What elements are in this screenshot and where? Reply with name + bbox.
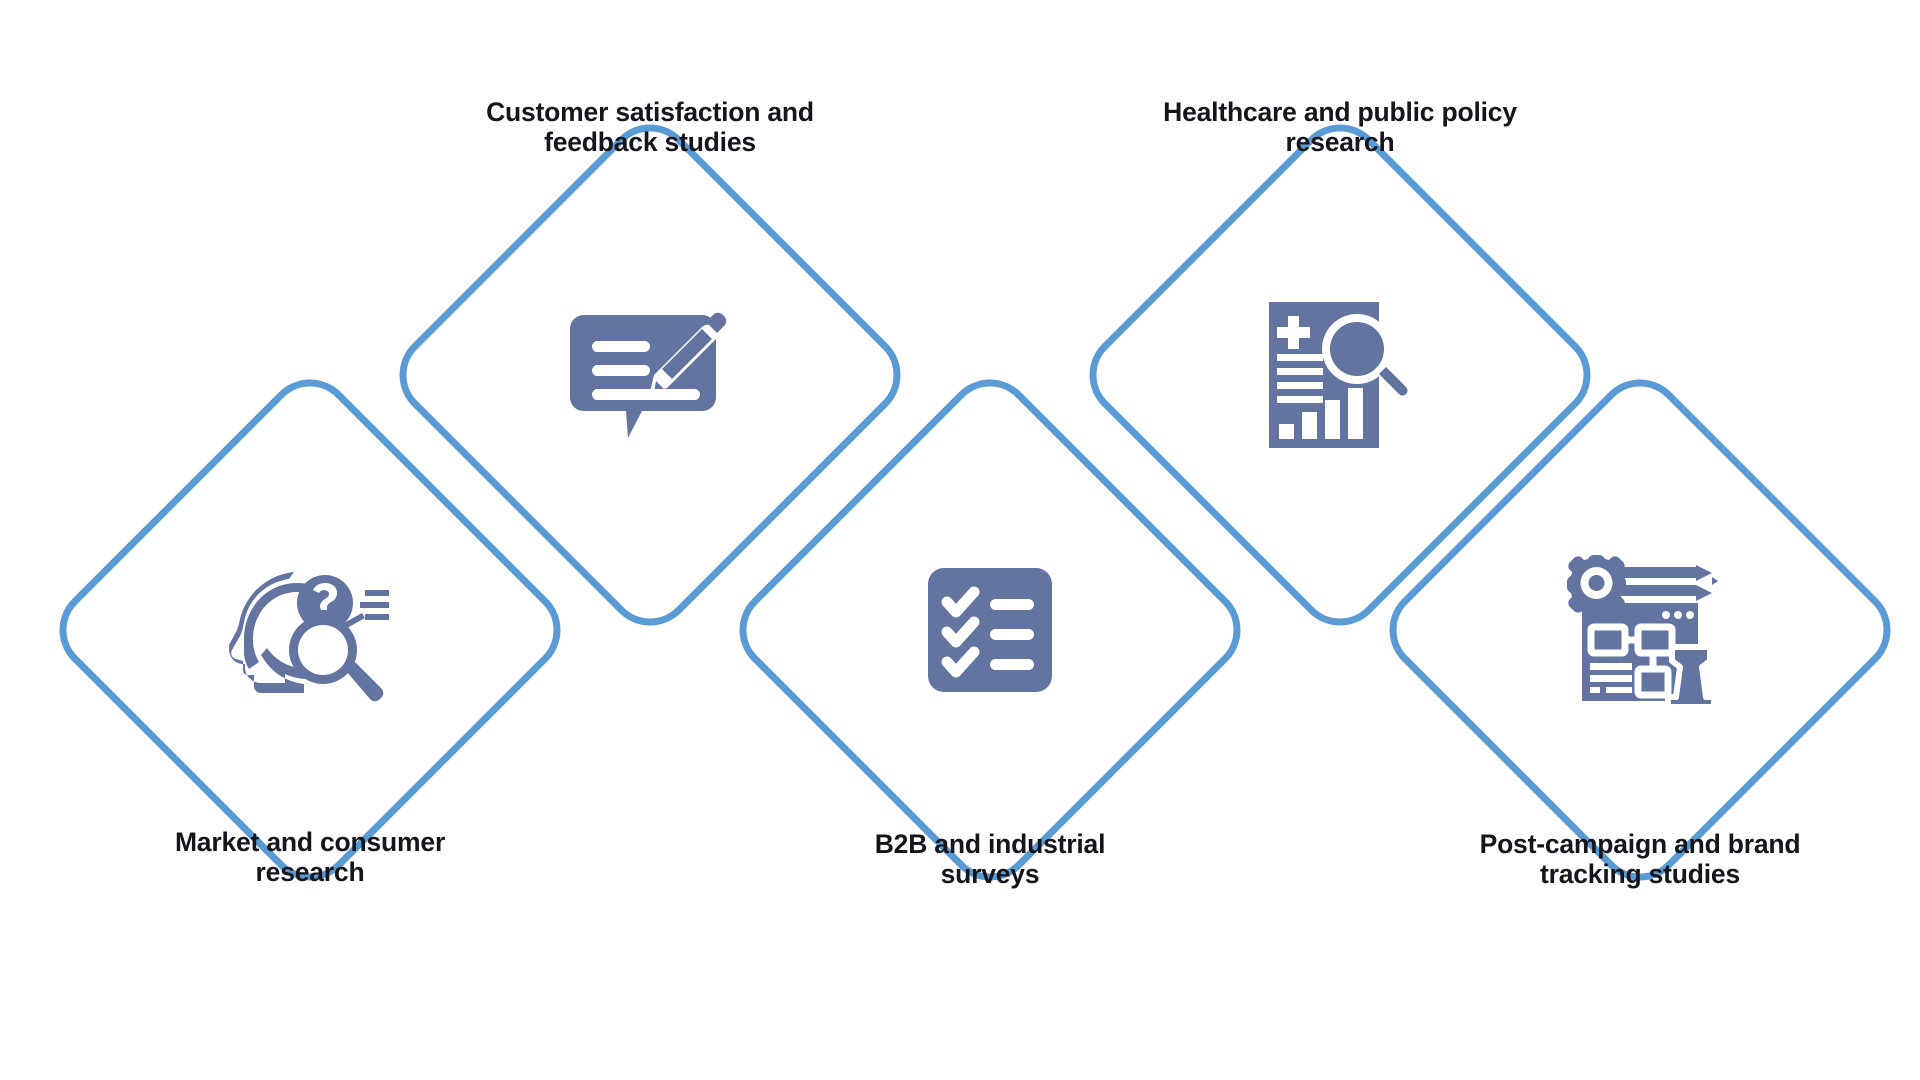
- node-label-market-consumer-research: Market and consumer research: [174, 827, 446, 887]
- node-label-post-campaign-brand-tracking: Post-campaign and brand tracking studies: [1479, 829, 1801, 889]
- node-label-healthcare-public-policy-research: Healthcare and public policy research: [1163, 97, 1517, 157]
- node-label-b2b-industrial-surveys: B2B and industrial surveys: [874, 829, 1106, 889]
- node-label-customer-satisfaction-feedback: Customer satisfaction and feedback studi…: [486, 97, 814, 157]
